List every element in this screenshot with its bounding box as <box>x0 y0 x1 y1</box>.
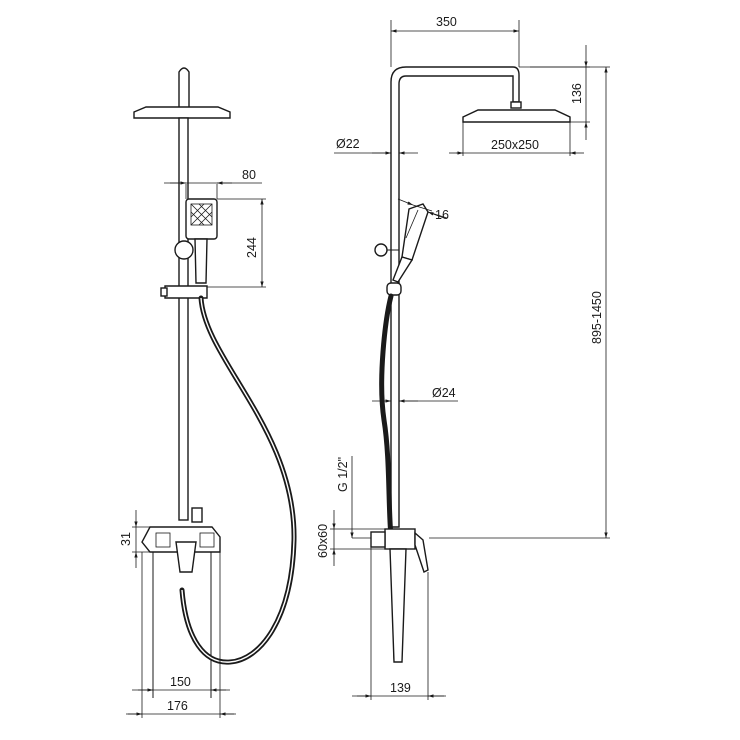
dim-pipe-top: Ø22 <box>336 137 360 151</box>
dim-mixer-height: 31 <box>119 532 133 546</box>
front-diverter-knob <box>174 240 194 260</box>
side-inlet-hose <box>389 548 407 663</box>
front-hose <box>179 295 297 665</box>
side-handshower-tail <box>392 256 414 283</box>
front-mixer-inner-r <box>199 532 215 548</box>
side-mixer-lever <box>414 531 429 573</box>
side-pipe-arm <box>390 66 520 528</box>
side-shower-head <box>462 109 571 123</box>
front-top-cap <box>178 67 190 113</box>
side-head-connector <box>510 101 522 109</box>
dim-arm-reach: 350 <box>436 15 457 29</box>
front-dimensions: 80 244 31 150 176 <box>119 168 266 718</box>
front-mixer-inner <box>155 532 171 548</box>
front-pipe <box>178 117 189 521</box>
front-handshower-nozzles <box>190 203 213 226</box>
front-view <box>133 67 297 698</box>
dim-head-size: 250x250 <box>491 138 539 152</box>
dim-handshower-height: 244 <box>245 237 259 258</box>
dim-mixer-width: 176 <box>167 699 188 713</box>
front-shower-head <box>133 106 231 119</box>
dim-handshower-width: 80 <box>242 168 256 182</box>
side-mixer-body <box>384 528 416 550</box>
side-dimensions: 350 136 Ø22 250x250 16 Ø24 G 1/ <box>316 15 610 700</box>
dim-mixer-projection: 139 <box>390 681 411 695</box>
side-wall-plate <box>370 531 386 548</box>
front-handshower-grip <box>194 238 208 284</box>
side-view <box>370 66 571 663</box>
front-diverter <box>191 507 203 523</box>
dim-head-drop: 136 <box>570 83 584 104</box>
dim-mixer-section: 60x60 <box>316 524 330 558</box>
dim-handshower-diameter: 16 <box>435 208 449 222</box>
dim-connection-thread: G 1/2" <box>336 457 350 492</box>
dim-pipe-bottom: Ø24 <box>432 386 456 400</box>
dim-inlet-spacing: 150 <box>170 675 191 689</box>
dim-height-range: 895-1450 <box>590 291 604 344</box>
side-holder-clamp <box>386 282 402 296</box>
side-holder-knob <box>374 243 388 257</box>
front-holder-knob <box>160 287 168 297</box>
front-mixer-lever <box>175 541 197 573</box>
side-handshower <box>401 203 429 261</box>
